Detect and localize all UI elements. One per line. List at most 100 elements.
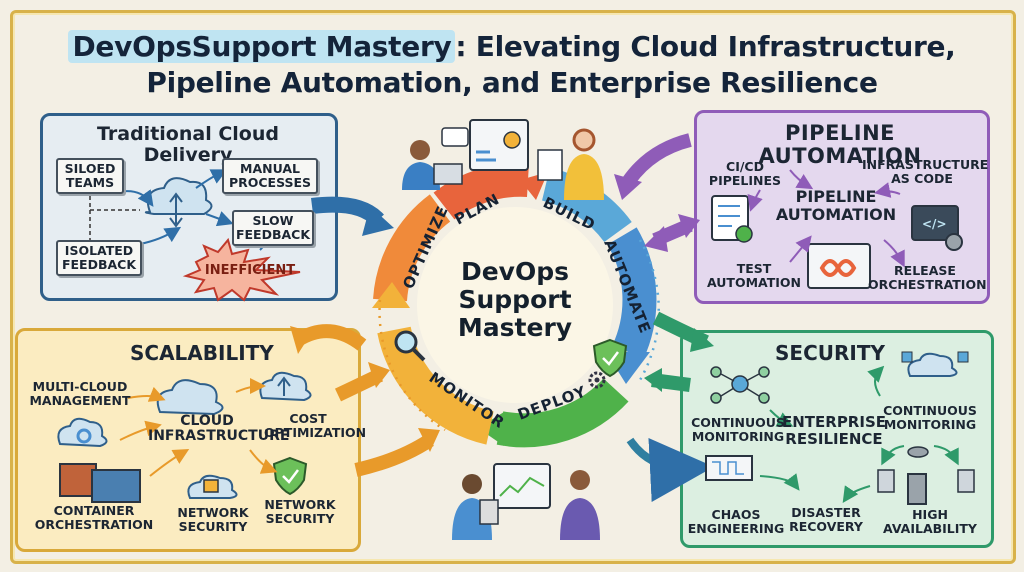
trad-arrow-2 [195,169,228,189]
inefficient-burst [182,237,301,302]
connector-arrows [290,133,714,502]
outer-frame [10,10,1016,564]
person-4-head [570,470,590,490]
container-orange-icon [59,463,97,497]
container-l2: ORCHESTRATION [34,516,154,532]
person-1-body [402,162,440,190]
center-line-3: Mastery [457,313,573,342]
arrow-sec-mid-head [644,368,662,392]
title-brand: DevOpsSupport Mastery [68,30,456,63]
pipeline-art: </> [711,169,963,289]
isolated-l2: FEEDBACK [61,256,137,272]
sec-center-l2: RESILIENCE [785,429,883,448]
arrow-sec-lower [626,437,714,502]
center-line-2: Support [458,285,572,314]
container-l1: CONTAINER [53,503,135,518]
chaos-l1: CHAOS [711,507,761,522]
chaos-network-icon [705,455,753,481]
cycle-automate-segment [607,227,657,360]
cicd-l1: CI/CD [726,159,764,174]
gear-icon [588,371,606,389]
cloud-l2: INFRASTRUCTURE [148,428,290,445]
inefficient-label: INEFFICIENT [204,263,296,278]
title-line-2: Pipeline Automation, and Enterprise Resi… [146,66,878,99]
pipe-gear-icon [945,233,963,251]
ha-l1: HIGH [912,507,948,522]
person-1-head [410,140,430,160]
pipe-center-l1: PIPELINE [795,187,877,206]
person-4-body [560,498,600,540]
release-l2: ORCHESTRATION [868,276,987,292]
trad-arrow-3 [205,211,234,227]
multicloud-l1: MULTI-CLOUD [32,379,128,394]
iac-l2: AS CODE [891,170,953,186]
cm-left-l1: CONTINUOUS [691,415,785,430]
laptop-icon [433,163,463,185]
cycle-deploy-segment [496,378,629,448]
cycle-deploy-arrowhead [478,412,504,446]
slow-l2: FEEDBACK [235,226,311,242]
scalability-heading: SCALABILITY [130,341,274,365]
pipeline-heading: PIPELINE AUTOMATION [758,121,922,169]
network2-l1: NETWORK [264,497,336,512]
database-icon [907,446,929,458]
chaos-l2: ENGINEERING [687,520,785,536]
trad-art [89,169,301,302]
arrow-pipe-head [614,174,642,200]
center-title: DevOps Support Mastery [440,258,590,342]
cloud-network-icon [901,351,969,377]
network2-l2: SECURITY [265,510,335,526]
test-l1: TEST [736,261,772,276]
title-line-1-rest: : Elevating Cloud Infrastructure, [455,30,956,63]
dashboard-screen-icon [469,119,529,171]
slow-l1: SLOW [252,213,294,228]
people-top [402,119,604,200]
ha-l2: AVAILABILITY [883,520,977,536]
disaster-l2: RECOVERY [789,518,863,534]
upload-cloud-icon [259,371,312,402]
arrow-sec-upper-head [690,328,714,352]
cloud-infra-icon [156,379,224,416]
sec-center-l1: ENTERPRISE [781,413,886,431]
arrow-trad-head [362,206,394,236]
arrow-scal-low-head [418,428,440,452]
trad-arrow-4 [139,226,182,245]
center-glow [417,207,613,403]
cost-l2: OPTIMIZATION [264,424,367,440]
cloud-l1: CLOUD [180,413,234,429]
cycle-monitor-arrowhead [372,282,410,308]
network1-l1: NETWORK [177,505,249,520]
iac-l1: INFRASTRUCTURE [862,157,989,172]
google-cloud-icon [57,417,108,448]
network1-l2: SECURITY [178,518,248,534]
arrow-pipe-to-cycle [622,133,692,187]
cm-left-l2: MONITORING [691,428,785,444]
network-hub-icon [710,366,770,404]
arrow-pipe-double-head-left [644,226,668,252]
siloed-l2: TEAMS [65,174,115,190]
shield-icon [592,338,628,378]
arrow-cycle-to-scal-head [290,326,312,354]
security-shield-icon [272,456,308,496]
sync-arrows-icon [169,192,183,228]
manual-l2: PROCESSES [228,174,312,190]
scal-art [57,371,312,503]
magnifier-icon [394,330,426,362]
